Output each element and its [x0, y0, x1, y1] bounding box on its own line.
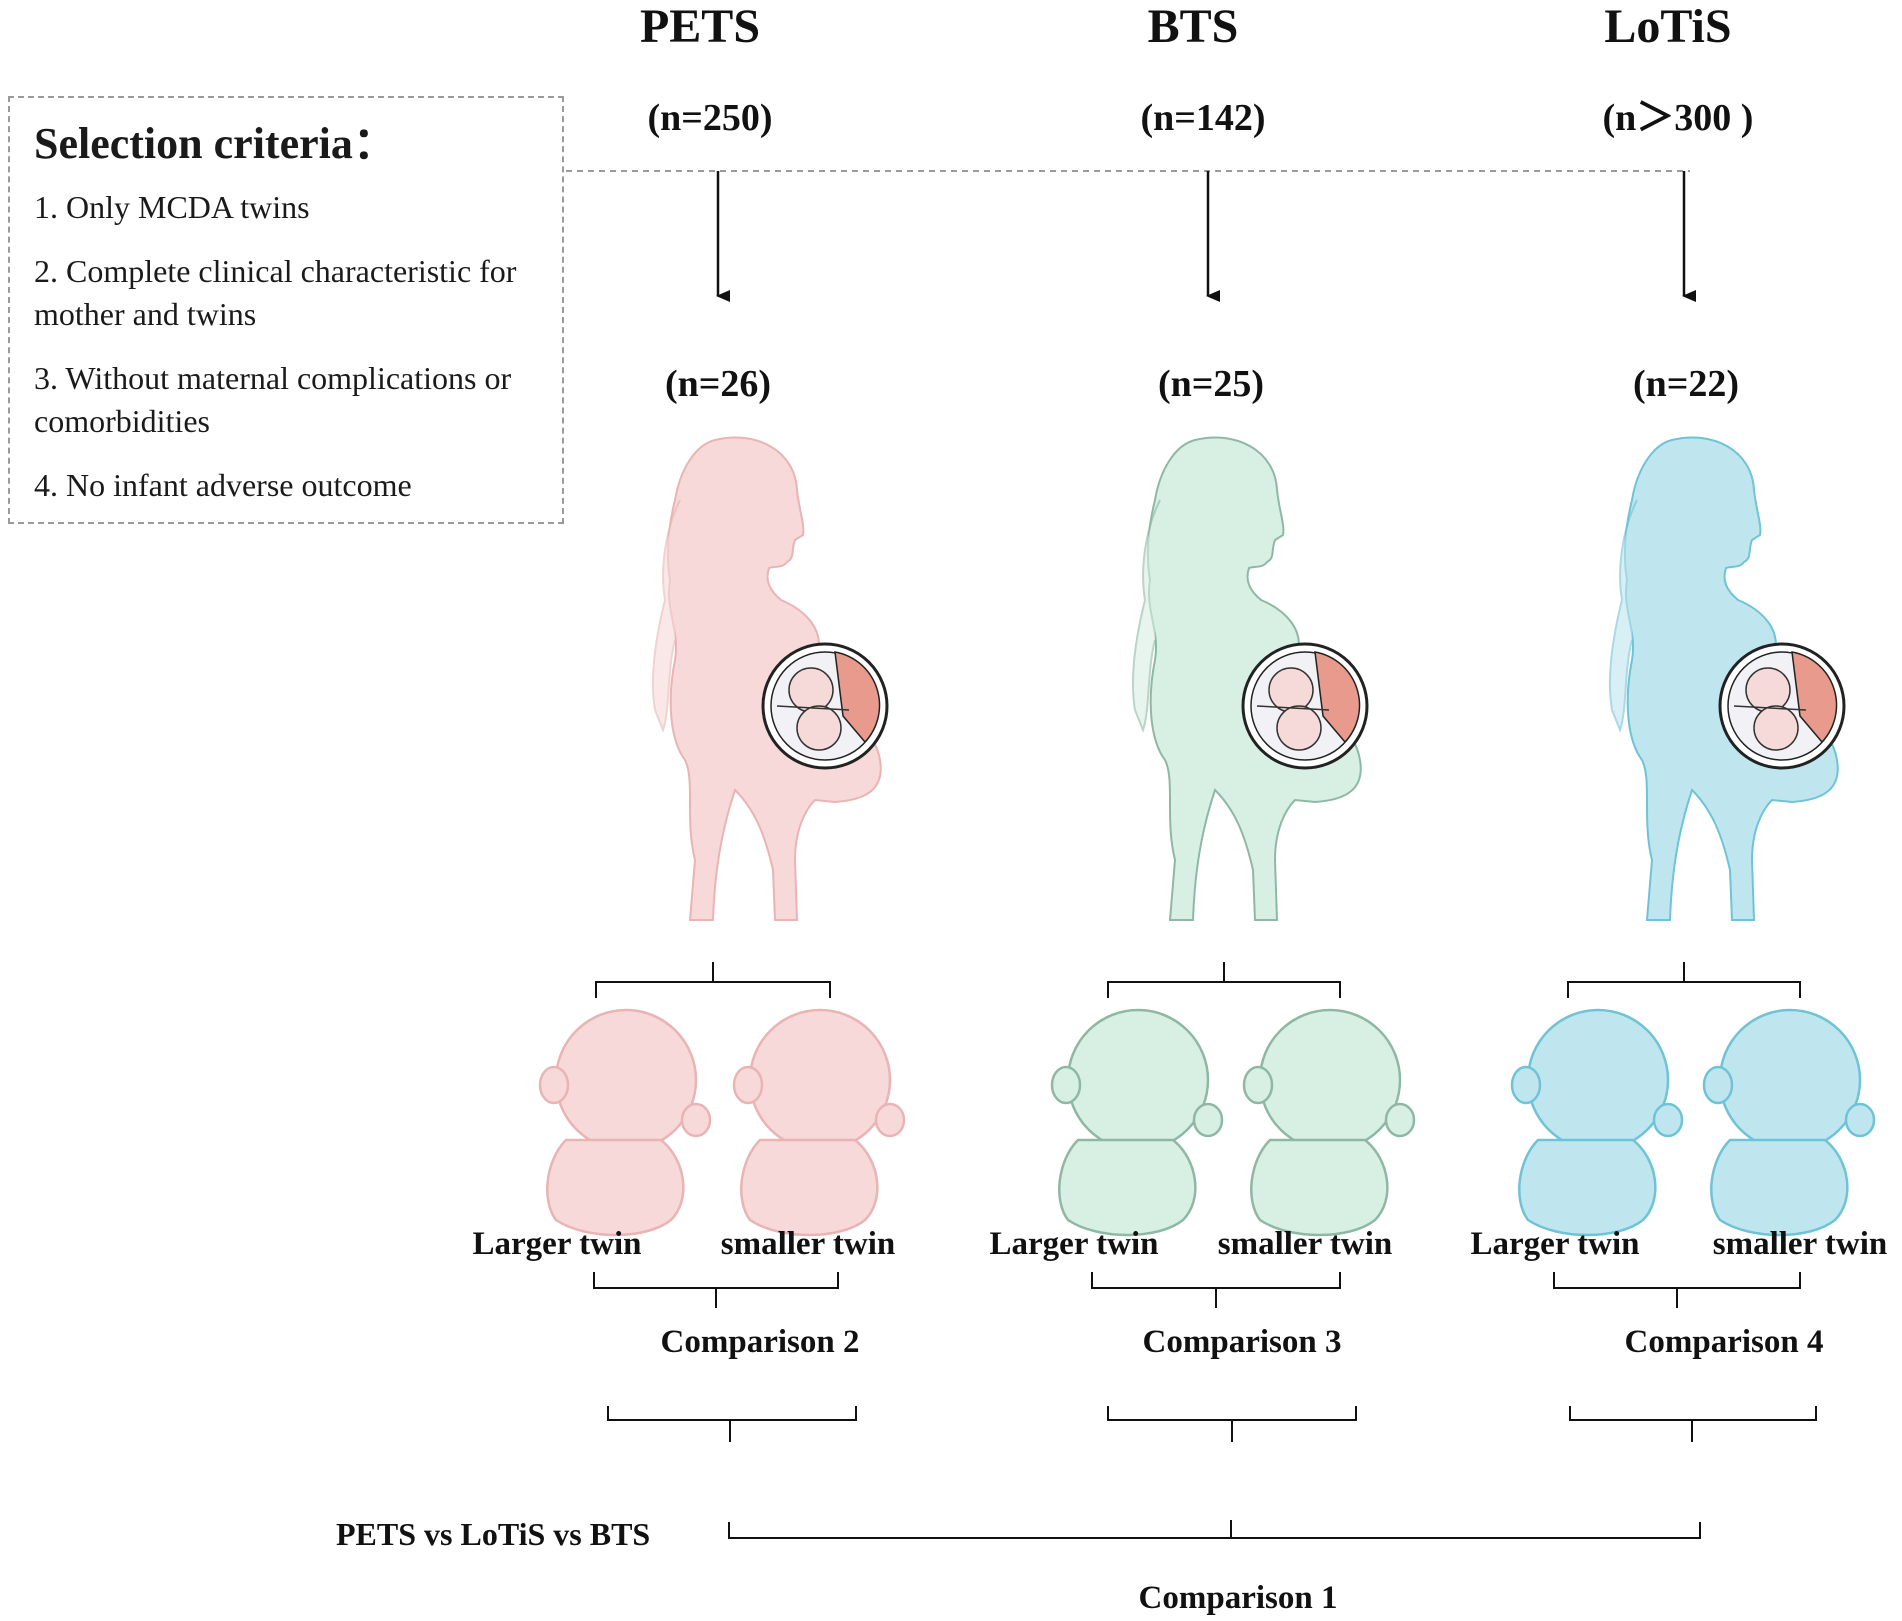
bts-column: BTS (n=142) (n=25) Larger twin smaller twinC…	[990, 0, 1416, 1442]
pets-twin-comparison-bracket	[593, 1272, 839, 1308]
bts-comparison-label: Comparison 3	[1143, 1324, 1342, 1360]
bts-larger-twin-infant-icon	[1050, 1008, 1224, 1237]
lotis-larger-twin-infant-icon	[1510, 1008, 1684, 1237]
selection-criteria-box: Selection criteria： 1. Only MCDA twins 2…	[8, 96, 564, 524]
lotis-title: LoTiS	[1604, 0, 1731, 53]
lotis-column: LoTiS (n＞300 ) (n=22) Larger twin smaller tw…	[1471, 0, 1887, 1442]
bts-to-overall-bracket	[1107, 1406, 1357, 1442]
pets-title: PETS	[640, 0, 760, 53]
overall-comparison-label: PETS vs LoTiS vs BTS	[336, 1516, 650, 1552]
criterion-2: 2. Complete clinical characteristic for …	[34, 253, 517, 332]
twin-fetuses-icon	[1241, 642, 1369, 770]
lotis-smaller-twin-infant-icon	[1702, 1008, 1876, 1237]
twin-fetuses-icon	[1718, 642, 1846, 770]
lotis-smaller-twin-label: smaller twin	[1713, 1226, 1887, 1262]
comparison-1-label: Comparison 1	[1139, 1580, 1338, 1616]
bts-twins-bracket	[1107, 962, 1341, 998]
pets-selected-count: (n=26)	[665, 363, 771, 405]
pets-smaller-twin-label: smaller twin	[721, 1226, 895, 1262]
lotis-selected-count: (n=22)	[1633, 363, 1739, 405]
lotis-twins-bracket	[1567, 962, 1801, 998]
selection-criteria-title: Selection criteria：	[34, 119, 397, 168]
bts-total-count: (n=142)	[1140, 97, 1265, 139]
lotis-twin-comparison-bracket	[1553, 1272, 1801, 1308]
criterion-3: 3. Without maternal complications or com…	[34, 360, 512, 439]
bts-smaller-twin-label: smaller twin	[1218, 1226, 1392, 1262]
overall-comparison-bracket	[728, 1520, 1701, 1539]
lotis-comparison-label: Comparison 4	[1625, 1324, 1824, 1360]
pets-larger-twin-infant-icon	[538, 1008, 712, 1237]
pets-twins-bracket	[595, 962, 831, 998]
criterion-4: 4. No infant adverse outcome	[34, 467, 412, 503]
lotis-to-overall-bracket	[1569, 1406, 1817, 1442]
pets-column: PETS (n=250) (n=26) Larger twin smaller twin…	[473, 0, 906, 1442]
pets-to-overall-bracket	[607, 1406, 857, 1442]
pets-larger-twin-label: Larger twin	[473, 1226, 642, 1262]
pets-smaller-twin-infant-icon	[732, 1008, 906, 1237]
pets-total-count: (n=250)	[647, 97, 772, 139]
criterion-1: 1. Only MCDA twins	[34, 189, 310, 225]
lotis-total-count: (n＞300 )	[1603, 97, 1754, 139]
bts-selected-count: (n=25)	[1158, 363, 1264, 405]
twin-fetuses-icon	[761, 642, 889, 770]
bts-title: BTS	[1148, 0, 1239, 53]
bts-smaller-twin-infant-icon	[1242, 1008, 1416, 1237]
bts-larger-twin-label: Larger twin	[990, 1226, 1159, 1262]
lotis-larger-twin-label: Larger twin	[1471, 1226, 1640, 1262]
pets-comparison-label: Comparison 2	[661, 1324, 860, 1360]
bts-twin-comparison-bracket	[1091, 1272, 1341, 1308]
